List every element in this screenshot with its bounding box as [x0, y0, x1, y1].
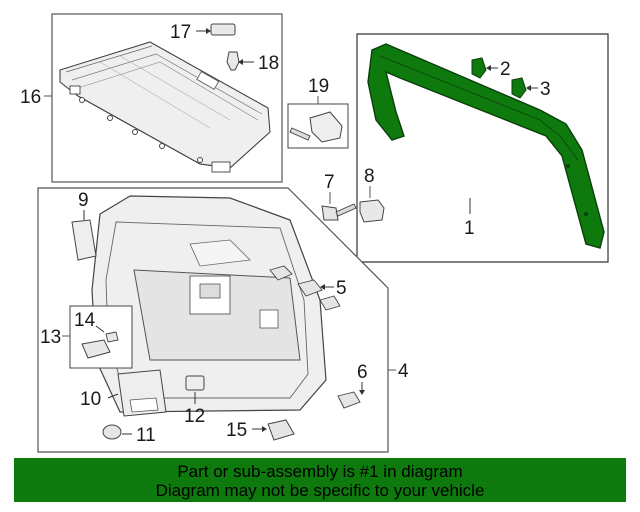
- callout-16: 16: [20, 87, 41, 108]
- callout-14: 14: [74, 310, 96, 331]
- part-11-plug: [102, 424, 122, 440]
- callout-10: 10: [80, 389, 101, 410]
- callout-4: 4: [398, 361, 409, 382]
- part-13-box: [69, 305, 133, 369]
- part-3-clip: [511, 77, 527, 99]
- parts-diagram: 1 2 3 4 5 6 7 8 9 10 11 12 13 14 15 16 1…: [20, 13, 609, 453]
- callout-17: 17: [170, 22, 191, 43]
- part-15-clip: [267, 419, 295, 441]
- part-2-clip: [471, 57, 487, 79]
- callout-9: 9: [78, 190, 89, 211]
- callout-5: 5: [336, 278, 347, 299]
- part-9-cover: [71, 219, 97, 261]
- part-13-lamp: [81, 339, 111, 359]
- part-1-box: [356, 33, 609, 263]
- parts-7-8-group: [321, 186, 385, 223]
- part-5-clip-a: [269, 265, 293, 281]
- part-17-cap: [210, 23, 236, 36]
- callout-13: 13: [40, 327, 61, 348]
- banner-line-1: Part or sub-assembly is #1 in diagram: [177, 462, 463, 481]
- part-6-clip: [337, 391, 361, 409]
- cargo-cover-group: [44, 13, 283, 183]
- callout-8: 8: [364, 166, 375, 187]
- banner-line-2: Diagram may not be specific to your vehi…: [155, 481, 485, 500]
- part-12-cover: [185, 375, 205, 391]
- part-8-nut: [359, 199, 385, 223]
- callout-2: 2: [500, 59, 511, 80]
- callout-18: 18: [258, 53, 279, 74]
- part-5-clip-c: [319, 295, 341, 311]
- part-5-clip-b: [297, 279, 323, 297]
- callout-15: 15: [226, 420, 247, 441]
- callout-1: 1: [464, 218, 475, 239]
- part-19-bracket: [309, 111, 343, 143]
- part-14-bulb: [105, 331, 119, 343]
- part-1-group: [356, 33, 609, 263]
- part-1-trim-highlighted: [367, 43, 605, 249]
- callout-6: 6: [357, 362, 368, 383]
- part-18-clip: [226, 51, 240, 71]
- part-19-screw: [289, 127, 311, 141]
- callout-11: 11: [136, 425, 156, 446]
- tailgate-panel-group: [37, 187, 396, 453]
- callout-7: 7: [324, 172, 335, 193]
- part-19-group: [287, 96, 349, 149]
- callout-12: 12: [184, 406, 205, 427]
- info-banner: Part or sub-assembly is #1 in diagram Di…: [14, 458, 626, 502]
- part-7-bolt: [321, 205, 339, 221]
- callout-3: 3: [540, 79, 551, 100]
- callout-19: 19: [308, 76, 329, 97]
